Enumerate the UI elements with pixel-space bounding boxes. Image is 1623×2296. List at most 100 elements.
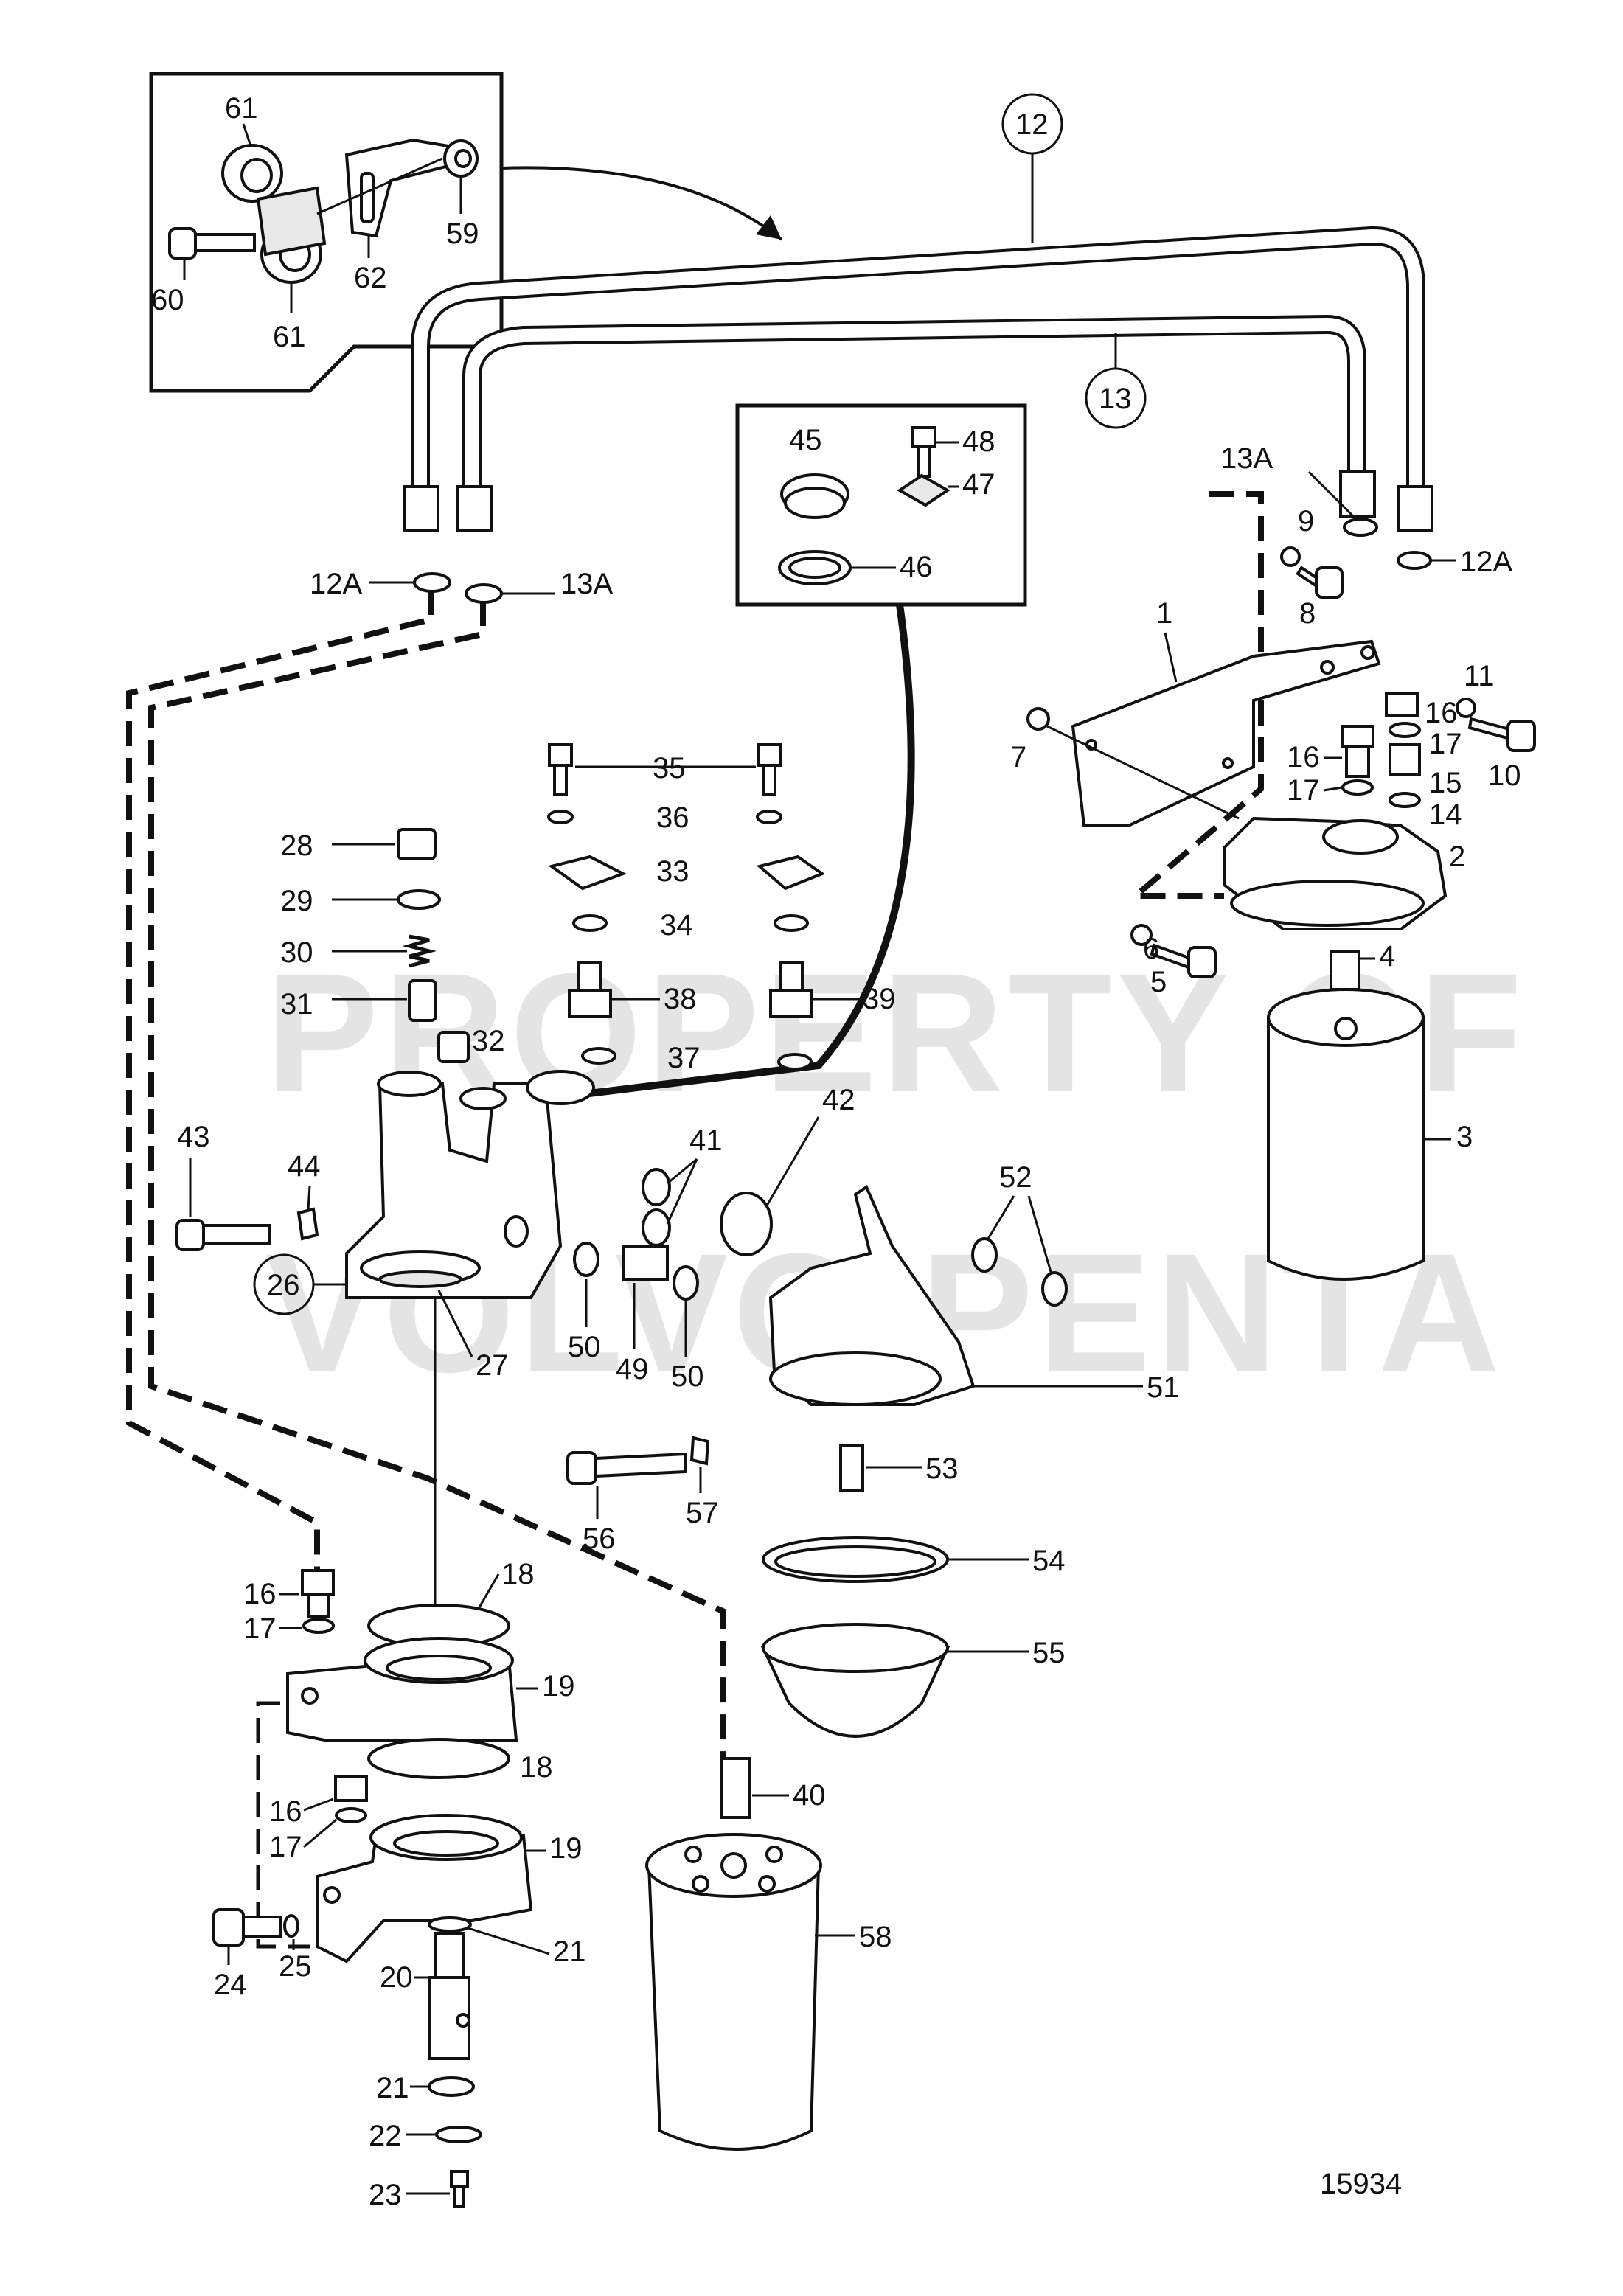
bolt-56: 56 57 [566,1436,719,1555]
label-53: 53 [925,1453,959,1485]
inset-arrow [501,166,783,241]
seal-18b: 18 [367,1738,553,1784]
label-19: 19 [549,1832,583,1865]
label-20: 20 [380,1961,413,1994]
label-35: 35 [653,752,686,785]
inset-seal-kit: 45 48 47 46 [735,403,1027,607]
label-11: 11 [1464,660,1495,692]
oring-37 [777,1053,813,1071]
plate-47 [897,473,950,507]
nipple-40: 40 [720,1757,826,1819]
washer-57 [689,1436,710,1466]
washer-12A [1397,551,1432,570]
clamp-plate [256,186,327,257]
label-29: 29 [280,885,313,917]
label-33: 33 [656,855,689,888]
label-40: 40 [793,1779,826,1812]
banjo-16 [334,1775,368,1802]
label-32: 32 [472,1025,505,1057]
label-25: 25 [279,1950,312,1983]
filter-58: 58 [645,1833,892,2151]
label-50: 50 [671,1360,704,1393]
bracket-1: 1 [1071,597,1381,827]
label-6: 6 [1143,933,1159,965]
label-31: 31 [280,988,313,1020]
washer-6 [1130,924,1153,946]
label-21: 21 [553,1935,586,1968]
label-16: 16 [243,1578,277,1610]
washer-12A [413,572,451,593]
label-38: 38 [664,983,697,1015]
label-26: 26 [267,1269,300,1301]
oring-52 [971,1237,998,1273]
label-55: 55 [1032,1637,1066,1669]
filter-head-2: 2 [1223,816,1465,930]
fittings-right: 11 16 10 16 17 15 17 14 [1287,660,1536,831]
label-13: 13 [1099,383,1132,415]
label-45: 45 [789,424,822,456]
label-17: 17 [1429,728,1462,760]
label-17: 17 [243,1613,277,1645]
bolt-5: 6 5 [1130,924,1217,998]
label-3: 3 [1456,1121,1473,1153]
label-57: 57 [686,1497,719,1529]
label-42: 42 [822,1084,855,1116]
washer-17 [1389,722,1421,738]
washer-17 [302,1618,335,1634]
screw-35 [757,743,782,767]
oring-34 [774,914,809,932]
label-30: 30 [280,936,313,969]
label-51: 51 [1147,1371,1180,1404]
washer-14 [1389,792,1421,808]
sleeve-49-50: 50 49 50 [568,1242,704,1393]
label-36: 36 [656,801,689,834]
hose-fitting [1397,485,1433,532]
bowl-55: 55 [760,1623,1066,1738]
label-61: 61 [225,92,258,125]
nut-15 [1389,743,1421,776]
label-43: 43 [177,1121,210,1153]
label-27: 27 [476,1349,509,1382]
label-61: 61 [273,321,306,353]
inset-arrowhead [756,215,782,240]
screw-48 [911,426,936,448]
stack-28-32: 28 29 30 31 32 [280,828,505,1063]
label-7: 7 [1010,741,1026,773]
label-46: 46 [900,551,933,583]
seal-27 [378,1270,462,1288]
label-17: 17 [269,1831,302,1863]
kit-leader [486,604,915,1110]
label-17: 17 [1287,774,1320,807]
washer-17 [335,1807,367,1823]
label-12A: 12A [1460,546,1512,578]
washer-17 [1341,779,1374,796]
label-60: 60 [151,284,184,316]
washer-25 [283,1914,299,1938]
label-23: 23 [369,2179,402,2211]
label-41: 41 [689,1124,723,1157]
orings-41-42: 41 42 [642,1084,855,1256]
label-13A: 13A [1220,442,1273,475]
washer-36 [547,810,574,824]
banjo-16 [1341,725,1374,748]
callout-13: 13 [1085,333,1147,429]
washer-11 [1456,698,1476,718]
label-21: 21 [376,2072,409,2104]
label-18: 18 [501,1558,535,1590]
label-2: 2 [1449,841,1465,873]
cover-51: 52 51 [768,1161,1180,1406]
oring-34 [572,914,608,932]
label-59: 59 [446,218,479,250]
label-10: 10 [1488,759,1521,792]
filter-3: 3 [1267,988,1473,1281]
label-50: 50 [568,1331,601,1363]
washer-36 [756,810,782,824]
label-13A: 13A [560,568,613,600]
bolt-43: 43 44 [175,1121,321,1251]
bolt-60 [168,227,256,260]
banjo-16 [301,1569,335,1596]
piston-31 [408,979,437,1022]
screw-23 [450,2170,469,2188]
bolt-24: 24 25 [212,1908,312,2001]
label-48: 48 [962,425,995,458]
